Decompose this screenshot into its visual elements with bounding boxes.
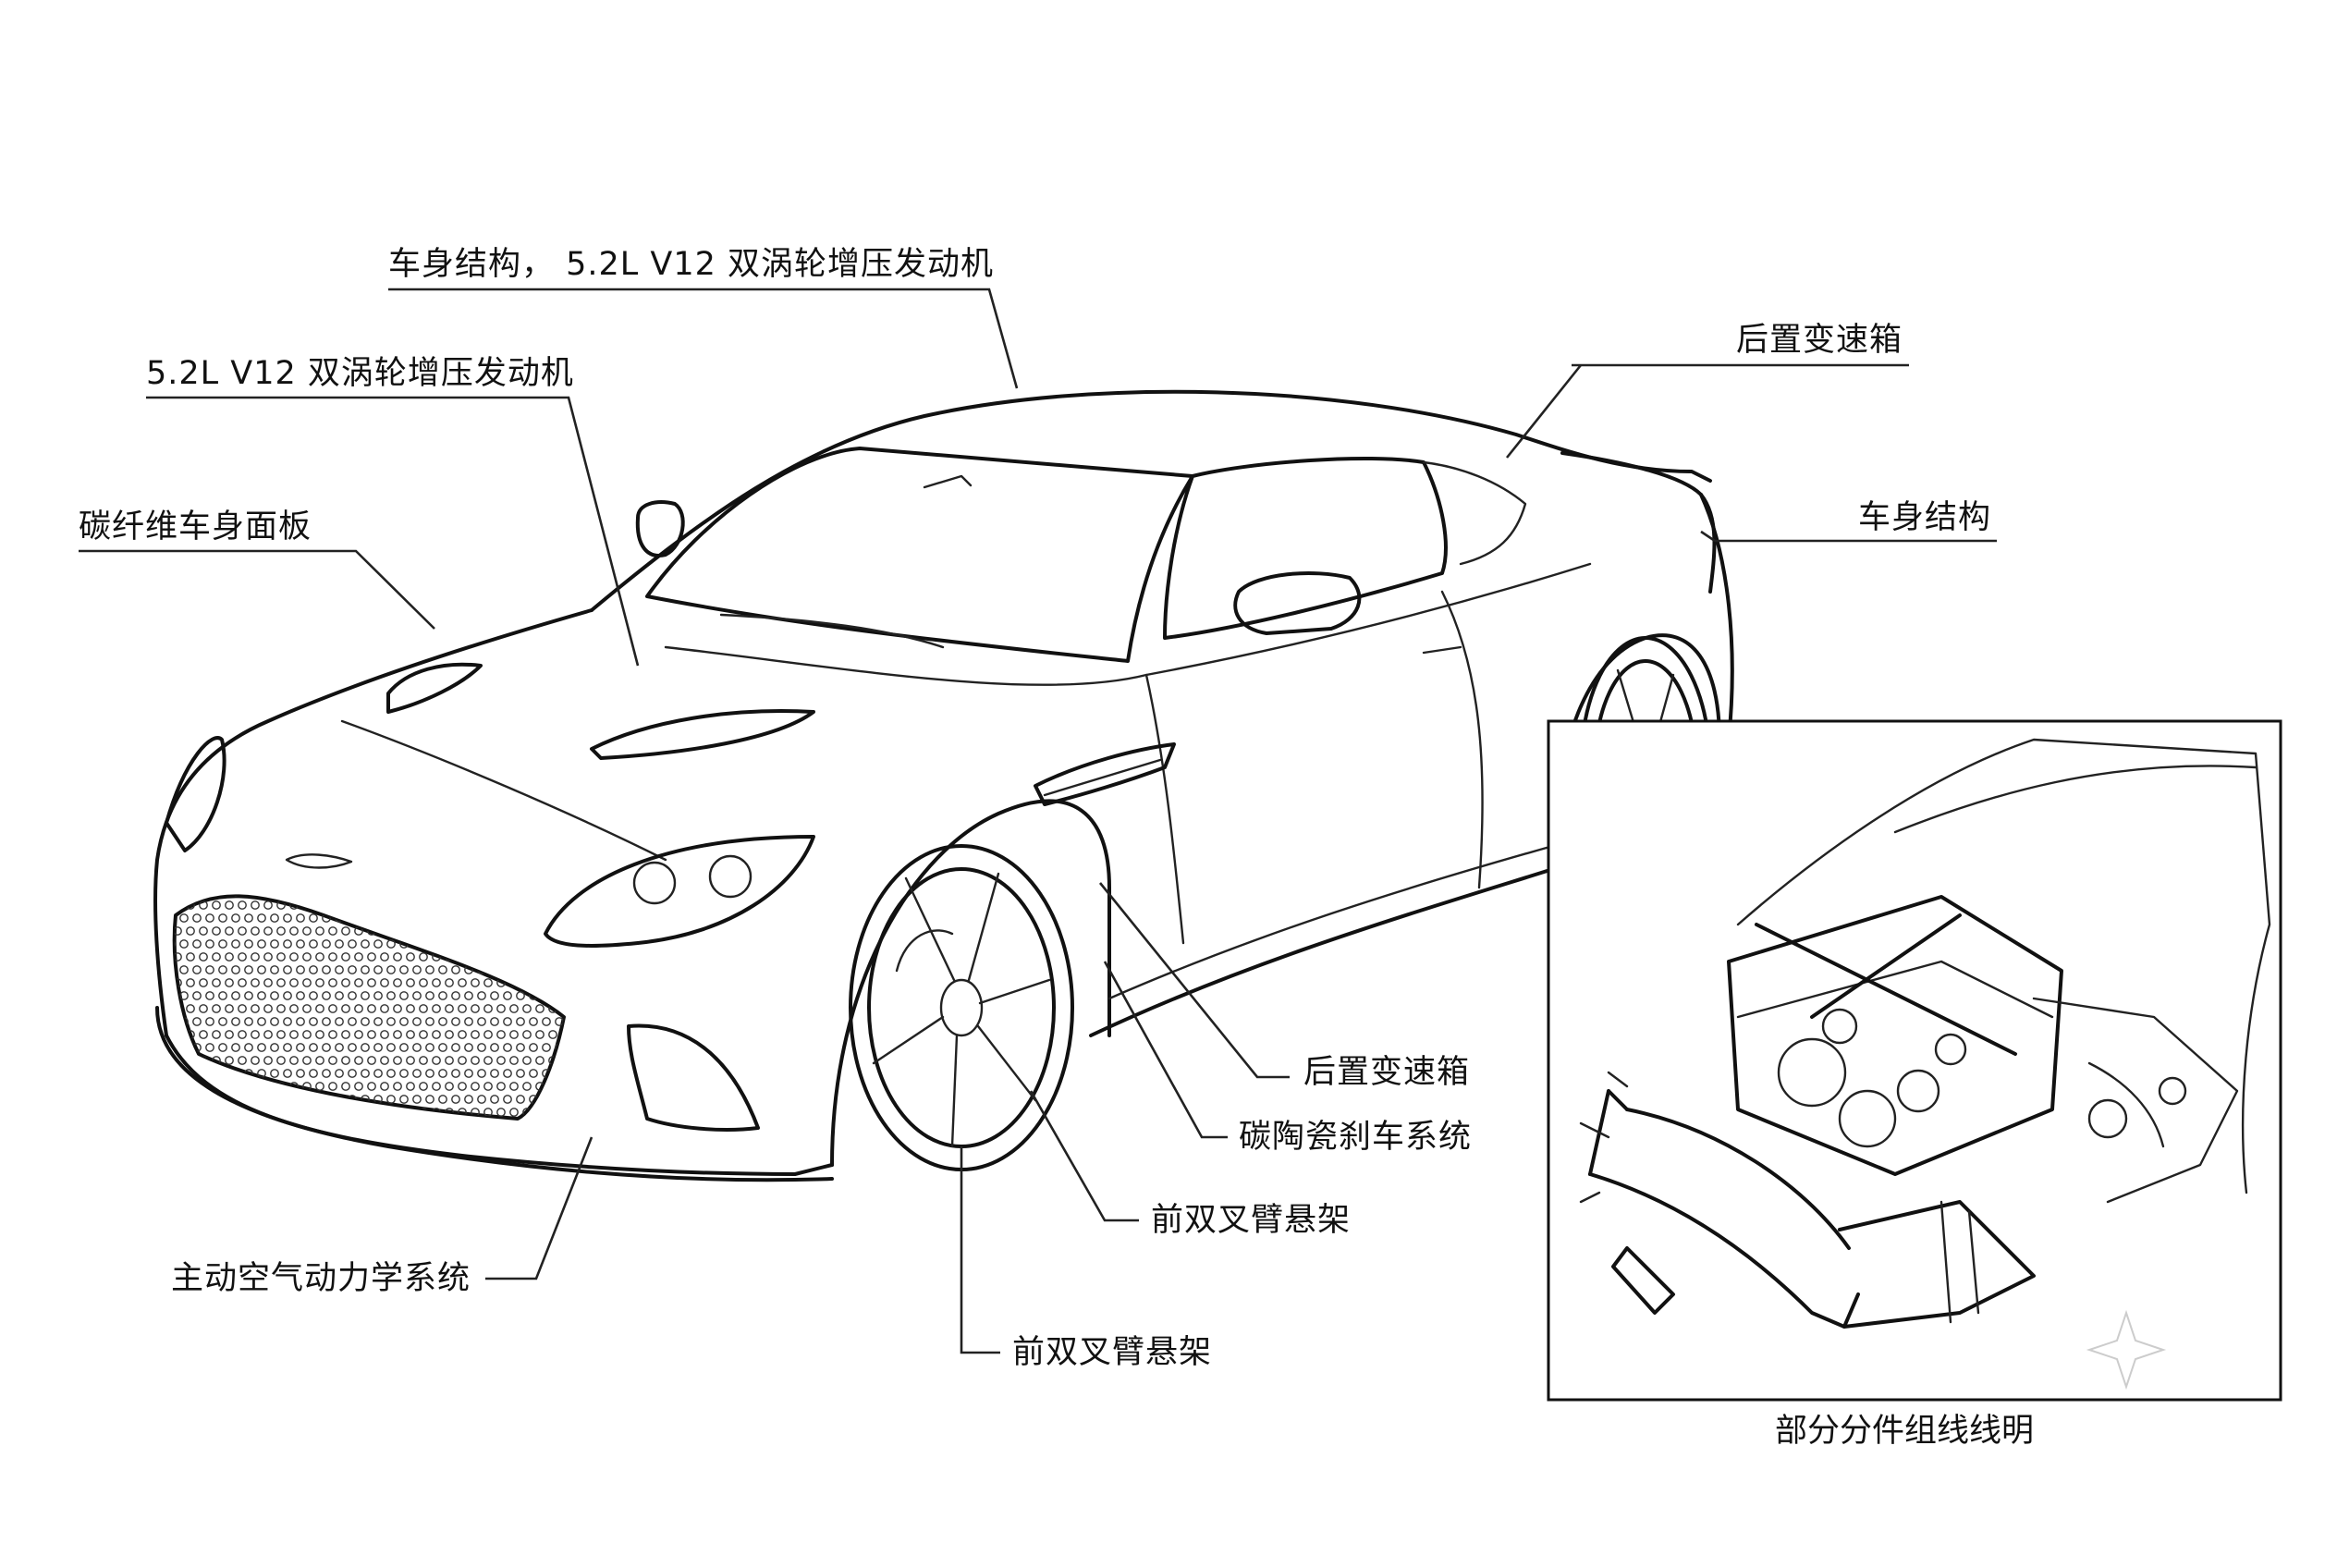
callout-body-engine: 车身结构， 5.2L V12 双涡轮增压发动机 — [388, 246, 995, 283]
sparkle-icon — [2086, 1309, 2167, 1390]
headlight — [165, 736, 815, 948]
hood-vents — [340, 662, 815, 862]
callout-rear-gearbox-top: 后置变速箱 — [1736, 322, 1903, 359]
callout-active-aero: 主动空气动力学系统 — [171, 1260, 471, 1297]
callout-front-wishbone-b: 前双叉臂悬架 — [1012, 1334, 1213, 1371]
leader-lines — [79, 288, 1997, 1354]
air-intake — [627, 1023, 760, 1132]
fender-vent — [1034, 742, 1176, 806]
callout-carbon-panels: 碳纤维车身面板 — [79, 508, 312, 545]
callout-engine: 5.2L V12 双涡轮增压发动机 — [146, 355, 574, 392]
winged-badge-icon — [285, 853, 353, 869]
callout-front-wishbone-a: 前双叉臂悬架 — [1151, 1202, 1352, 1239]
inset-chassis-drawing — [1547, 719, 2282, 1402]
side-mirror — [635, 500, 1362, 635]
front-wheel-spokes — [872, 872, 1051, 1148]
callout-body-structure: 车身结构 — [1858, 499, 1992, 536]
car-body-outline — [153, 389, 1734, 1182]
inset-caption: 部分分件组线线明 — [1775, 1413, 2035, 1450]
callout-carbon-ceramic-brakes: 碳陶瓷刹车系统 — [1239, 1119, 1473, 1156]
front-wheel — [849, 844, 1074, 1171]
windshield — [645, 447, 1194, 663]
side-window — [1163, 457, 1527, 640]
grille-mesh — [174, 896, 564, 1117]
callout-rear-gearbox-mid: 后置变速箱 — [1303, 1054, 1471, 1091]
front-grille — [172, 894, 566, 1121]
